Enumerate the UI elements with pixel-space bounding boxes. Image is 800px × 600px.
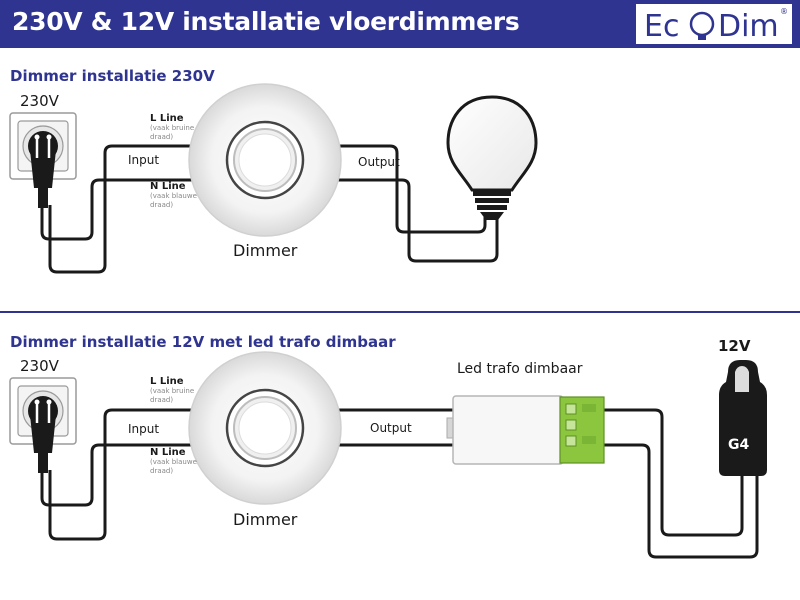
dimmer-icon bbox=[188, 351, 342, 505]
g4-lamp-icon bbox=[719, 360, 767, 476]
section2-input-label: Input bbox=[128, 422, 160, 436]
logo-registered: ® bbox=[780, 7, 788, 16]
section1-title: Dimmer installatie 230V bbox=[10, 67, 215, 85]
section1-n-line-label: N Line bbox=[150, 181, 186, 192]
section1-l-note: (vaak bruine draad) bbox=[150, 124, 195, 141]
section-divider bbox=[0, 311, 800, 313]
section2-trafo-label: Led trafo dimbaar bbox=[457, 361, 583, 377]
section1-input-label: Input bbox=[128, 153, 160, 167]
section1-voltage-label: 230V bbox=[20, 92, 59, 110]
section2-n-note: (vaak blauwe draad) bbox=[150, 458, 197, 475]
bulb-icon bbox=[446, 95, 538, 220]
section2-voltage-label: 230V bbox=[20, 357, 59, 375]
section2-title: Dimmer installatie 12V met led trafo dim… bbox=[10, 333, 396, 351]
ecodim-logo: Ec Dim ® bbox=[630, 0, 800, 48]
dimmer-icon bbox=[188, 83, 342, 237]
section1-n-note: (vaak blauwe draad) bbox=[150, 192, 197, 209]
logo-text-left: Ec bbox=[644, 9, 679, 44]
g4-lamp-type-label: G4 bbox=[728, 437, 750, 453]
page-title: 230V & 12V installatie vloerdimmers bbox=[12, 7, 520, 36]
section2-l-line-label: L Line bbox=[150, 376, 184, 387]
logo-text-right: Dim bbox=[718, 9, 779, 44]
trafo-icon bbox=[446, 395, 605, 465]
section2-output-label: Output bbox=[370, 421, 412, 435]
section1-dimmer-label: Dimmer bbox=[233, 241, 298, 260]
section2-l-note: (vaak bruine draad) bbox=[150, 387, 195, 404]
section1-wires bbox=[40, 144, 499, 274]
section2-wires bbox=[40, 408, 759, 559]
section2-lamp-voltage-label: 12V bbox=[718, 337, 751, 355]
section2-n-line-label: N Line bbox=[150, 447, 186, 458]
logo-bulb-icon bbox=[689, 11, 715, 40]
section1-l-line-label: L Line bbox=[150, 113, 184, 124]
section1-output-label: Output bbox=[358, 155, 400, 169]
section2-dimmer-label: Dimmer bbox=[233, 510, 298, 529]
plug-icon bbox=[28, 396, 58, 473]
plug-icon bbox=[28, 131, 58, 208]
header-bar: 230V & 12V installatie vloerdimmers Ec D… bbox=[0, 0, 800, 48]
